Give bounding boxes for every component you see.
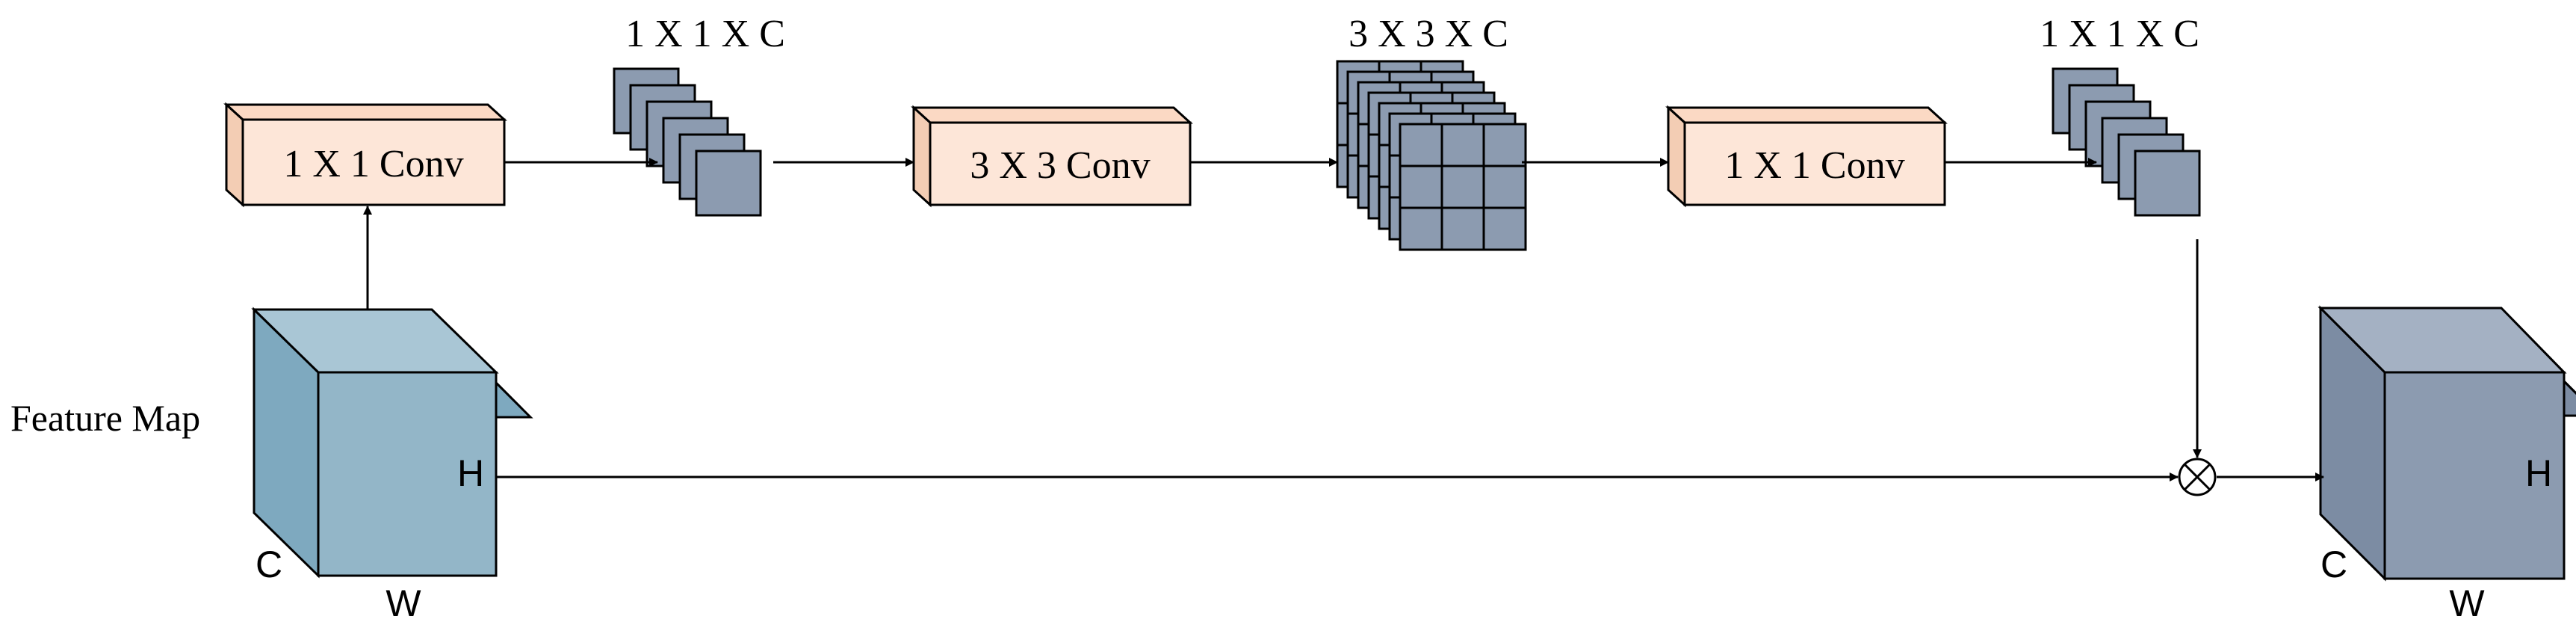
input-channel-label: C <box>256 544 282 585</box>
kernel-slice <box>2134 150 2201 217</box>
output-feature-map: H C W <box>2318 305 2576 624</box>
input-map-front <box>317 371 498 577</box>
kernel-stack-2 <box>1336 60 1527 251</box>
kernel-stack-2-label: 3 X 3 X C <box>1349 13 1508 55</box>
conv-block-3-label: 1 X 1 Conv <box>1724 144 1904 187</box>
kernel-stack-1-label: 1 X 1 X C <box>625 13 785 55</box>
conv-block-1-label: 1 X 1 Conv <box>283 143 463 185</box>
conv-block-2: 3 X 3 Conv <box>911 105 1193 208</box>
multiply-circle-icon <box>2178 458 2217 496</box>
conv-block-1: 1 X 1 Conv <box>223 102 507 208</box>
output-height-label: H <box>2525 452 2552 494</box>
kernel-stack-3 <box>2052 67 2201 217</box>
input-height-label: H <box>457 452 484 494</box>
kernel-stack-1 <box>613 67 762 217</box>
input-feature-map: H C W <box>251 307 533 624</box>
kernel-slice <box>695 150 762 217</box>
output-channel-label: C <box>2320 544 2347 585</box>
kernel-stack-3-label: 1 X 1 X C <box>2040 13 2199 55</box>
output-map-front <box>2383 371 2566 580</box>
conv-block-3: 1 X 1 Conv <box>1665 105 1948 208</box>
kernel-grid-slice <box>1399 123 1527 251</box>
conv-block-2-label: 3 X 3 Conv <box>970 144 1150 187</box>
input-width-label: W <box>386 582 421 624</box>
feature-map-label: Feature Map <box>10 397 200 439</box>
output-width-label: W <box>2449 582 2485 624</box>
